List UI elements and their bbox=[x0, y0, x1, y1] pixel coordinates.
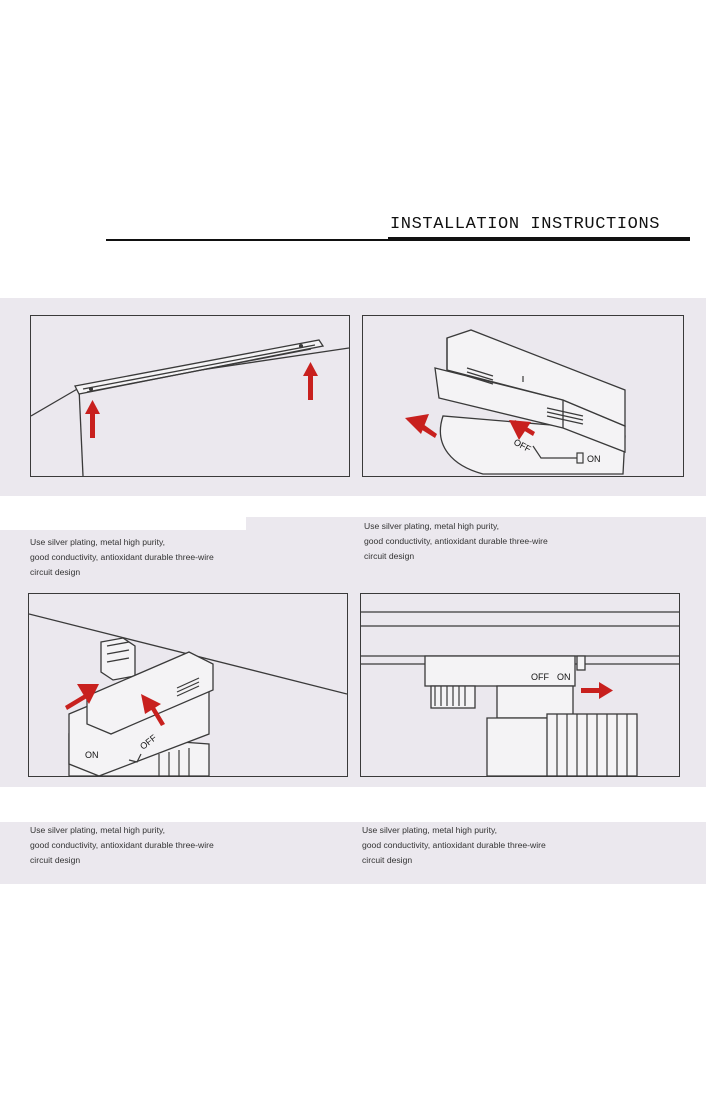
instructions-band-bottom bbox=[0, 822, 706, 884]
step-1-illustration bbox=[30, 315, 350, 477]
switch-on-label: ON bbox=[587, 454, 601, 464]
step-3-drawing: ON OFF bbox=[29, 613, 347, 776]
caption-line: circuit design bbox=[30, 567, 81, 577]
switch-off-label: OFF bbox=[531, 672, 549, 682]
step-3-caption: Use silver plating, metal high purity, g… bbox=[30, 823, 270, 868]
caption-line: Use silver plating, metal high purity, bbox=[30, 537, 166, 547]
diagonal-arrow-icon bbox=[509, 420, 535, 440]
diagonal-arrow-icon bbox=[405, 414, 437, 438]
diagonal-arrow-icon bbox=[141, 694, 165, 726]
title-underline-thick bbox=[388, 237, 690, 241]
switch-on-label: ON bbox=[557, 672, 571, 682]
caption-line: good conductivity, antioxidant durable t… bbox=[362, 840, 546, 850]
title-underline-thin bbox=[106, 239, 388, 241]
up-arrow-icon bbox=[85, 400, 100, 438]
step-1-caption: Use silver plating, metal high purity, g… bbox=[30, 535, 270, 580]
right-arrow-icon bbox=[581, 682, 613, 699]
caption-line: circuit design bbox=[362, 855, 413, 865]
caption-line: good conductivity, antioxidant durable t… bbox=[30, 840, 214, 850]
step-2-caption: Use silver plating, metal high purity, g… bbox=[364, 519, 604, 564]
step-4-caption: Use silver plating, metal high purity, g… bbox=[362, 823, 602, 868]
step-4-drawing: OFF ON bbox=[361, 611, 679, 776]
caption-line: Use silver plating, metal high purity, bbox=[30, 825, 166, 835]
caption-line: circuit design bbox=[364, 551, 415, 561]
switch-on-label: ON bbox=[85, 750, 99, 760]
step-4-illustration: OFF ON bbox=[360, 593, 680, 777]
caption-line: Use silver plating, metal high purity, bbox=[362, 825, 498, 835]
diagonal-arrow-icon bbox=[65, 684, 99, 710]
step-3-illustration: ON OFF bbox=[28, 593, 348, 777]
up-arrow-icon bbox=[303, 362, 318, 400]
caption-line: good conductivity, antioxidant durable t… bbox=[364, 536, 548, 546]
step-2-drawing: OFF ON bbox=[405, 329, 626, 475]
step-1-drawing bbox=[31, 339, 349, 476]
page-title: INSTALLATION INSTRUCTIONS bbox=[390, 215, 661, 234]
caption-gap bbox=[0, 500, 246, 530]
caption-line: circuit design bbox=[30, 855, 81, 865]
caption-line: Use silver plating, metal high purity, bbox=[364, 521, 500, 531]
step-2-illustration: OFF ON bbox=[362, 315, 684, 477]
caption-line: good conductivity, antioxidant durable t… bbox=[30, 552, 214, 562]
